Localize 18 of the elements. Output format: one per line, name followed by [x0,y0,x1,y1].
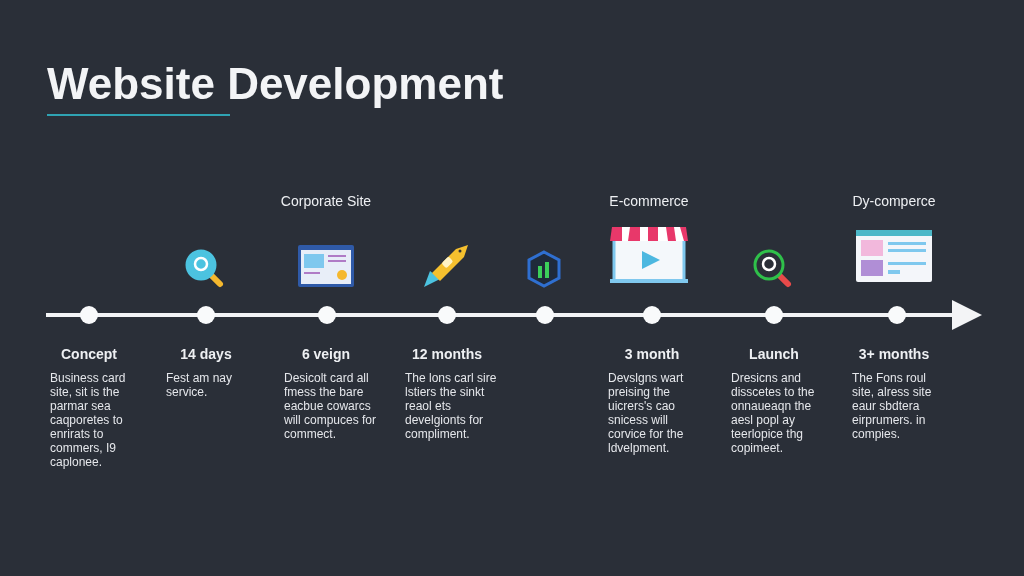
stage-description: The lons carl sire lstiers the sinkt reaol ets develgionts for compliment. [405,371,498,441]
stage-description: Devslgns wart preising the uicrers's cao snicess will corvice for the ldvelpment. [608,371,685,455]
stage-title: E-commerce [608,193,690,210]
stage-title: Dy-comperce [851,193,937,210]
stage-description: The Fons roul site, alress site eaur sbdtera eirprumers. in compies. [852,371,933,441]
stage-heading: 3+ months [857,345,931,363]
stage-description: Dresicns and disscetes to the onnaueaqn the aesl popl ay teerlopice thg copimeet. [731,371,816,455]
stage-description: Desicolt card all fmess the bare eacbue cowarcs will compuces for commect. [284,371,378,441]
title: Website Development [47,58,504,110]
stage-heading: 12 months [411,345,483,363]
stage-heading: Concept [60,345,118,363]
stage-heading: Launch [748,345,800,363]
stage-heading: 3 month [623,345,681,363]
stage-description: Business card site, sit is the parmar sea caqporetes to enrirats to commers, I9 caplonee. [50,371,127,469]
stage-title: Corporate Site [279,193,373,210]
stage-description: Fest am nay service. [166,371,234,399]
stage-heading: 14 days [179,345,233,363]
stage-heading: 6 veign [300,345,352,363]
